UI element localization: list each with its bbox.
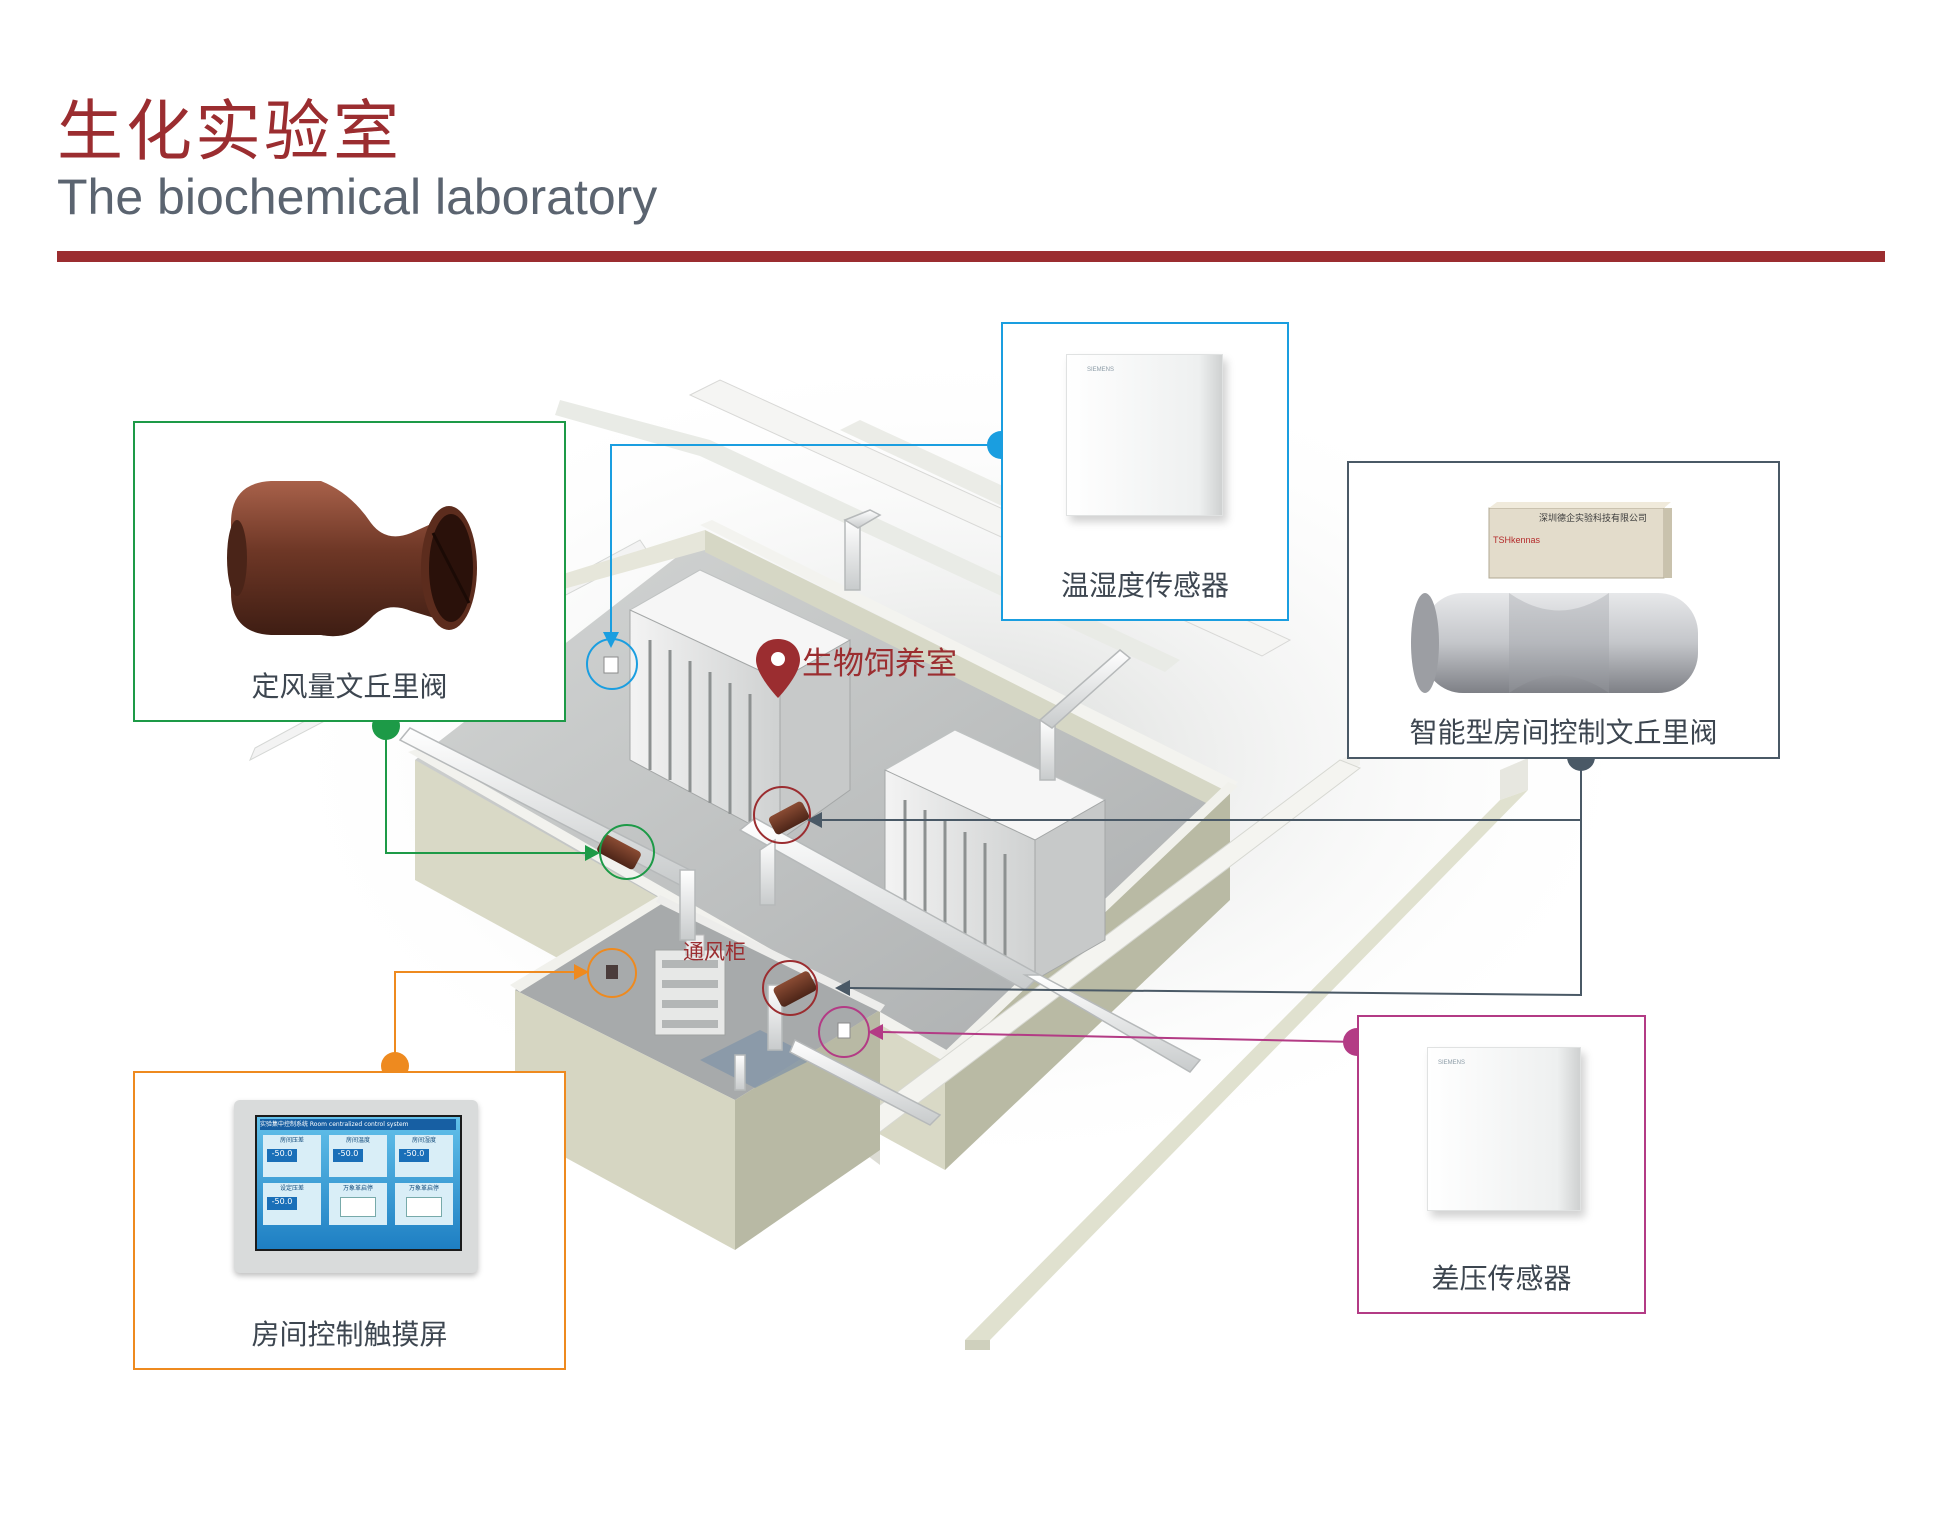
touch-cell-label: 房间湿度 xyxy=(411,1137,436,1144)
touch-screen-device-image: 实验集中控制系统 Room centralized control system… xyxy=(234,1100,478,1273)
page-title: 生化实验室 xyxy=(57,93,402,170)
sensor-brand: SIEMENS xyxy=(1438,1060,1466,1066)
touch-cell[interactable]: 房间压差 -50.0 xyxy=(263,1135,321,1177)
toggle-icon xyxy=(406,1197,442,1217)
room-label-animal-room: 生物饲养室 xyxy=(802,646,957,682)
diff-pressure-sensor-image: SIEMENS xyxy=(1427,1047,1581,1211)
toggle-icon xyxy=(340,1197,376,1217)
device-card-touch-screen: 实验集中控制系统 Room centralized control system… xyxy=(133,1071,566,1370)
device-card-smart-venturi: 深圳德企实验科技有限公司 TSHkennas 智能型房间控制文丘里阀 xyxy=(1347,461,1780,759)
device-card-cav-venturi: 定风量文丘里阀 xyxy=(133,421,566,722)
touch-cell-value: -50.0 xyxy=(399,1149,429,1162)
venturi-valve-image xyxy=(227,481,477,637)
touch-cell[interactable]: 房间温度 -50.0 xyxy=(329,1135,387,1177)
device-label-diff-pressure-sensor: 差压传感器 xyxy=(1431,1262,1572,1295)
sensor-brand: SIEMENS xyxy=(1087,367,1115,373)
touch-cell[interactable]: 万象革启停 xyxy=(395,1183,453,1225)
duct-system xyxy=(398,509,1202,1126)
device-label-temp-humidity-sensor: 温湿度传感器 xyxy=(1060,569,1229,602)
page-subtitle: The biochemical laboratory xyxy=(57,169,658,225)
touch-cell[interactable]: 设定压差 -50.0 xyxy=(263,1183,321,1225)
device-label-cav-venturi: 定风量文丘里阀 xyxy=(251,670,448,703)
device-label-touch-screen: 房间控制触摸屏 xyxy=(251,1318,448,1351)
device-card-diff-pressure-sensor: SIEMENS 差压传感器 xyxy=(1357,1015,1646,1314)
touch-screen-header: 实验集中控制系统 Room centralized control system xyxy=(260,1119,456,1130)
touch-cell-value: -50.0 xyxy=(333,1149,363,1162)
title-divider xyxy=(57,251,1885,262)
touch-cell-label: 房间温度 xyxy=(345,1137,370,1144)
touch-cell[interactable]: 房间湿度 -50.0 xyxy=(395,1135,453,1177)
animal-cage-right xyxy=(883,729,1107,981)
touch-cell-value: -50.0 xyxy=(267,1149,297,1162)
temp-humidity-sensor-image: SIEMENS xyxy=(1066,354,1223,516)
smart-venturi-valve-image xyxy=(1411,502,1698,693)
touch-cell-label: 设定压差 xyxy=(279,1185,304,1192)
touch-screen-display: 实验集中控制系统 Room centralized control system… xyxy=(255,1115,462,1251)
venturi-plate-brand: TSHkennas xyxy=(1493,535,1541,545)
touch-cell-label: 房间压差 xyxy=(279,1137,304,1144)
venturi-plate-company: 深圳德企实验科技有限公司 xyxy=(1539,514,1648,524)
touch-cell-value: -50.0 xyxy=(267,1197,297,1210)
touch-cell[interactable]: 万象革启停 xyxy=(329,1183,387,1225)
fume-hood-label: 通风柜 xyxy=(683,940,746,964)
device-label-smart-venturi: 智能型房间控制文丘里阀 xyxy=(1409,716,1718,749)
touch-cell-label: 万象革启停 xyxy=(408,1185,439,1192)
device-card-temp-humidity-sensor: SIEMENS 温湿度传感器 xyxy=(1001,322,1289,621)
touch-cell-label: 万象革启停 xyxy=(342,1185,373,1192)
